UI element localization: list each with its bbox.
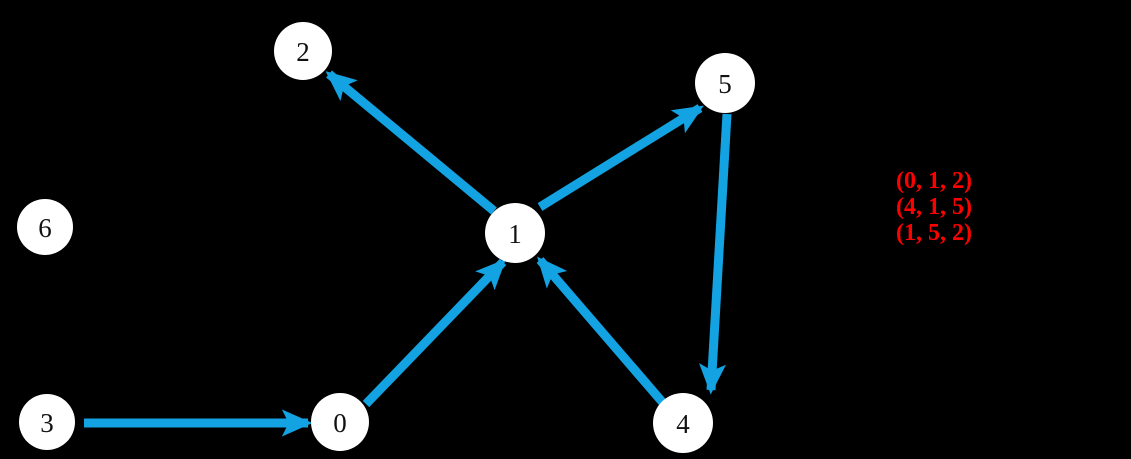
nodes-layer: 2 5 6 1 3 0 4: [17, 22, 755, 453]
node-5[interactable]: 5: [695, 53, 755, 113]
edge-1-to-2: [325, 70, 497, 215]
node-label-5: 5: [718, 69, 732, 99]
node-label-3: 3: [40, 408, 54, 438]
edge-0-to-1: [362, 258, 507, 408]
node-circle-5[interactable]: [695, 53, 755, 113]
node-label-4: 4: [676, 409, 690, 439]
node-3[interactable]: 3: [19, 394, 75, 450]
node-circle-6[interactable]: [17, 199, 73, 255]
edge-5-to-4: [699, 113, 732, 395]
triple-line-2: (1, 5, 2): [896, 220, 972, 246]
node-2[interactable]: 2: [274, 22, 332, 80]
triple-line-0: (0, 1, 2): [896, 168, 972, 194]
node-circle-1[interactable]: [485, 203, 545, 263]
edges-layer: [84, 70, 732, 437]
node-label-6: 6: [38, 213, 52, 243]
edge-1-to-5: [537, 104, 704, 211]
node-4[interactable]: 4: [653, 393, 713, 453]
node-0[interactable]: 0: [311, 393, 369, 451]
node-6[interactable]: 6: [17, 199, 73, 255]
node-circle-0[interactable]: [311, 393, 369, 451]
node-label-0: 0: [333, 408, 347, 438]
triple-list-annotation: (0, 1, 2)(4, 1, 5)(1, 5, 2): [896, 168, 972, 246]
edge-4-to-1: [536, 256, 668, 407]
node-label-1: 1: [508, 219, 522, 249]
node-circle-3[interactable]: [19, 394, 75, 450]
node-circle-2[interactable]: [274, 22, 332, 80]
node-circle-4[interactable]: [653, 393, 713, 453]
node-1[interactable]: 1: [485, 203, 545, 263]
node-label-2: 2: [296, 37, 310, 67]
triple-line-1: (4, 1, 5): [896, 194, 972, 220]
